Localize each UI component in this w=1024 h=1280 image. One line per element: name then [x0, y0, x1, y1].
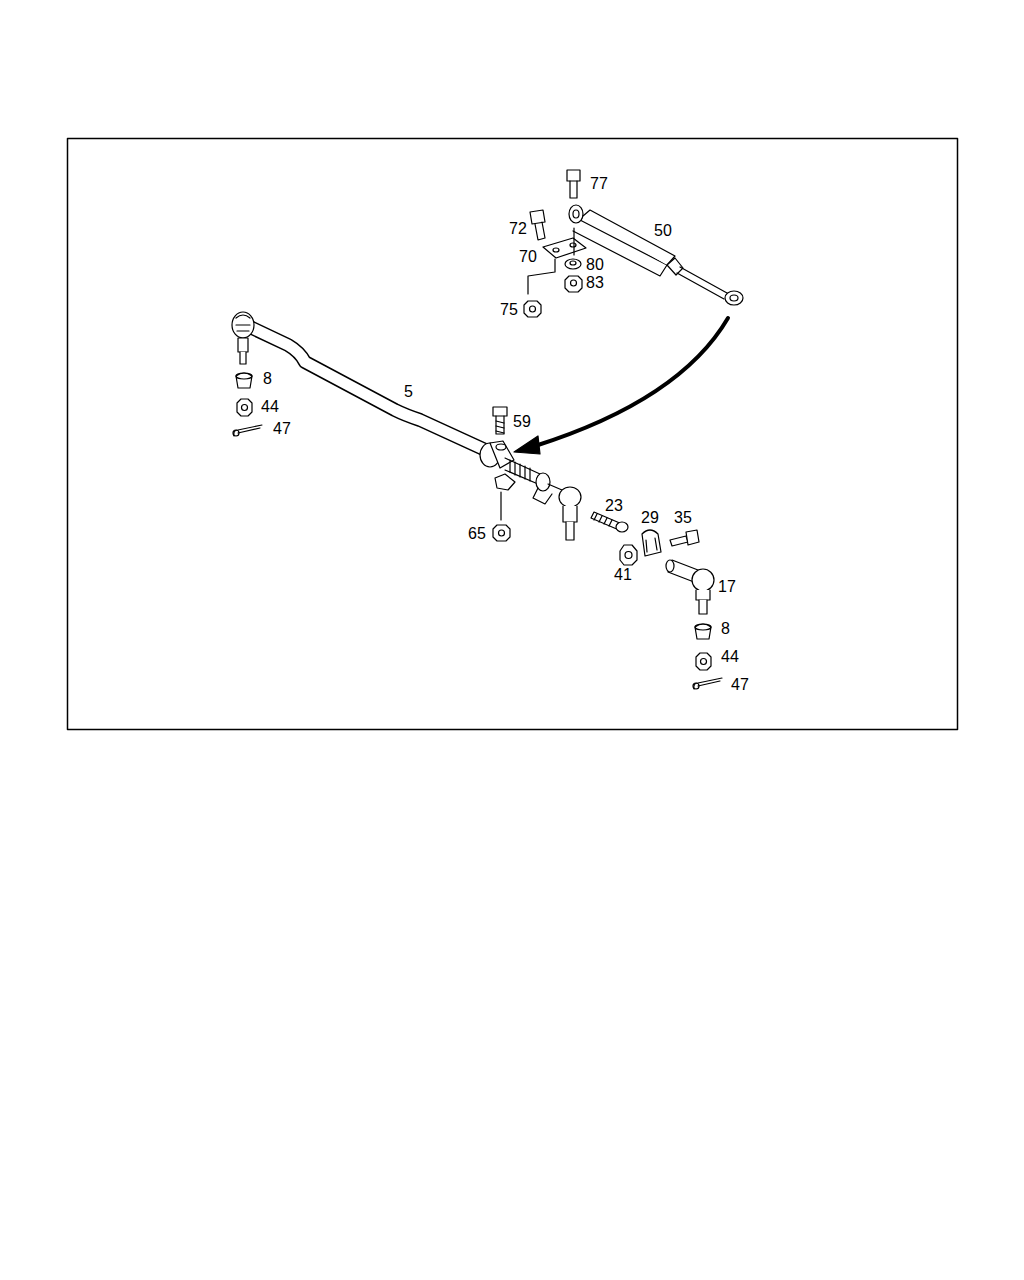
callout-number: 47 — [730, 676, 750, 694]
bolt-72 — [530, 210, 545, 240]
callout-number: 77 — [589, 175, 609, 193]
callout-number: 75 — [499, 301, 519, 319]
leader-line — [500, 492, 501, 520]
callout-number: 65 — [467, 525, 487, 543]
bracket-70 — [543, 238, 586, 258]
installation-arrow — [514, 318, 728, 454]
tie-rod — [232, 312, 492, 453]
callout-number: 8 — [262, 370, 273, 388]
callout-number: 44 — [720, 648, 740, 666]
callout-number: 70 — [518, 248, 538, 266]
bolt-35 — [670, 530, 699, 546]
callout-number: 50 — [653, 222, 673, 240]
callout-number: 17 — [717, 578, 737, 596]
stud-23 — [591, 512, 628, 532]
clamp-29 — [642, 530, 661, 556]
callout-number: 5 — [403, 383, 414, 401]
leader-line — [573, 228, 574, 255]
callout-number: 47 — [272, 420, 292, 438]
callout-number: 41 — [613, 566, 633, 584]
boot-nut-pin-left — [233, 373, 262, 436]
nut-75 — [524, 301, 541, 317]
callout-number: 23 — [604, 497, 624, 515]
washer-80 — [565, 259, 581, 269]
callout-number: 8 — [720, 620, 731, 638]
boot-nut-pin-right — [693, 624, 722, 689]
callout-number: 80 — [585, 256, 605, 274]
clamp-and-adjuster — [480, 441, 581, 540]
nut-83 — [565, 276, 582, 292]
callout-number: 35 — [673, 509, 693, 527]
bolt-59 — [493, 407, 507, 434]
angle-joint-17 — [666, 560, 714, 614]
callout-number: 29 — [640, 509, 660, 527]
nut-41 — [620, 545, 637, 565]
callout-number: 72 — [508, 220, 528, 238]
bolt-77 — [567, 170, 580, 198]
callout-number: 59 — [512, 413, 532, 431]
callout-number: 44 — [260, 398, 280, 416]
frame — [68, 139, 958, 730]
callout-number: 83 — [585, 274, 605, 292]
nut-65 — [493, 525, 510, 541]
steering-damper — [569, 205, 743, 305]
